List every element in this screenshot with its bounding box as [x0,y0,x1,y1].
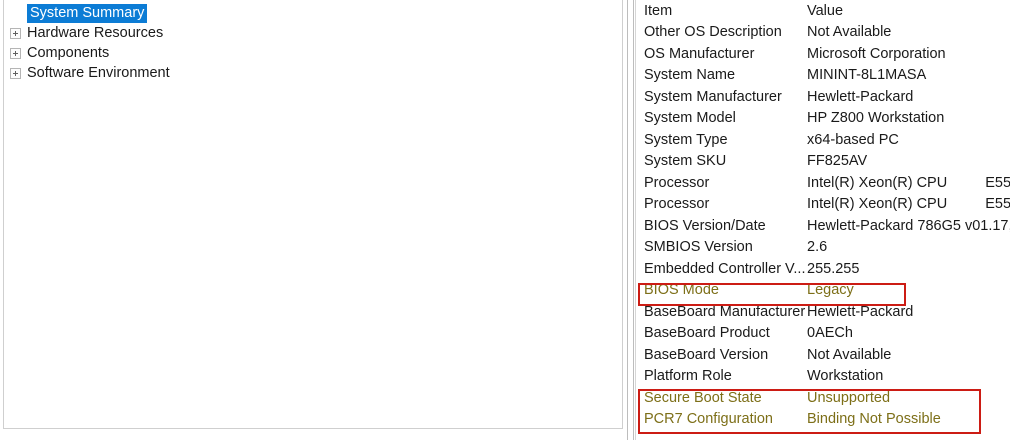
detail-row[interactable]: BIOS Mode Legacy [637,280,1010,302]
detail-row[interactable]: System Type x64-based PC [637,129,1010,151]
detail-item-name: BaseBoard Version [644,346,769,363]
detail-item-name: System Manufacturer [644,88,782,105]
detail-item-value: Not Available [807,24,892,41]
detail-item-name: Embedded Controller V... [644,260,805,277]
detail-item-value-part2: E5506 [985,174,1010,191]
splitter-line-right [633,0,634,440]
expand-plus-icon[interactable] [10,67,21,79]
detail-item-value: Not Available [807,346,892,363]
detail-item-value: Workstation [807,368,884,385]
detail-item-value: MININT-8L1MASA [807,67,927,84]
detail-row[interactable]: BaseBoard Product 0AECh [637,323,1010,345]
column-header-item: Item [644,2,673,19]
detail-item-value: Hewlett-Packard 786G5 v01.17, 8/ [807,217,1010,234]
detail-item-value: Hewlett-Packard [807,303,914,320]
detail-item-value: Legacy [807,282,854,299]
expand-plus-icon[interactable] [10,47,21,59]
tree-item-hardware-resources[interactable]: Hardware Resources [4,23,622,43]
detail-row[interactable]: System Model HP Z800 Workstation [637,108,1010,130]
tree-item-label: System Summary [27,3,148,23]
detail-row[interactable]: OS Manufacturer Microsoft Corporation [637,43,1010,65]
detail-item-value: Hewlett-Packard [807,88,914,105]
detail-item-name: System Type [644,131,728,148]
detail-row[interactable]: Processor Intel(R) Xeon(R) CPU E5506 [637,194,1010,216]
detail-item-name: Secure Boot State [644,389,762,406]
detail-item-value: x64-based PC [807,131,899,148]
detail-row[interactable]: System Name MININT-8L1MASA [637,65,1010,87]
splitter-line-edge [635,0,636,440]
tree-item-components[interactable]: Components [4,43,622,63]
detail-item-name: System Name [644,67,736,84]
detail-row[interactable]: System SKU FF825AV [637,151,1010,173]
detail-item-value-part2: E5506 [985,196,1010,213]
detail-item-value: Microsoft Corporation [807,45,946,62]
detail-row[interactable]: PCR7 Configuration Binding Not Possible [637,409,1010,431]
detail-item-value: HP Z800 Workstation [807,110,945,127]
detail-item-value: Intel(R) Xeon(R) CPU E5506 [805,175,1010,191]
detail-item-value-part1: Intel(R) Xeon(R) CPU [807,174,948,191]
detail-item-name: BIOS Mode [644,282,719,299]
expand-plus-icon[interactable] [10,27,21,39]
splitter-line-left [627,0,628,440]
detail-row[interactable]: BIOS Version/Date Hewlett-Packard 786G5 v… [637,215,1010,237]
detail-row[interactable]: SMBIOS Version 2.6 [637,237,1010,259]
detail-row[interactable]: Platform Role Workstation [637,366,1010,388]
detail-item-value: 0AECh [807,325,853,342]
detail-item-value-part1: Intel(R) Xeon(R) CPU [807,196,948,213]
detail-row[interactable]: Secure Boot State Unsupported [637,387,1010,409]
tree-item-system-summary[interactable]: System Summary [4,3,622,23]
panel-splitter[interactable] [626,0,636,440]
detail-item-name: System SKU [644,153,727,170]
detail-item-name: Processor [644,174,710,191]
detail-row[interactable]: Other OS Description Not Available [637,22,1010,44]
detail-item-name: Processor [644,196,710,213]
detail-item-name: PCR7 Configuration [644,411,773,428]
column-header-value: Value [807,2,844,19]
tree-item-label: Software Environment [27,64,170,81]
detail-item-name: Platform Role [644,368,732,385]
detail-header-row[interactable]: Item Value [637,0,1010,22]
tree-item-label: Components [27,44,110,61]
detail-row[interactable]: Embedded Controller V...255.255 [637,258,1010,280]
detail-item-value: FF825AV [807,153,868,170]
tree-item-software-environment[interactable]: Software Environment [4,63,622,83]
detail-item-value: Binding Not Possible [807,411,941,428]
tree-item-label: Hardware Resources [27,24,164,41]
detail-item-name: Other OS Description [644,24,782,41]
detail-row[interactable]: BaseBoard Version Not Available [637,344,1010,366]
detail-item-name: OS Manufacturer [644,45,755,62]
detail-item-value: 255.255 [807,260,860,277]
detail-item-name: BIOS Version/Date [644,217,766,234]
detail-row[interactable]: System Manufacturer Hewlett-Packard [637,86,1010,108]
detail-item-name: BaseBoard Product [644,325,770,342]
detail-item-name: System Model [644,110,736,127]
detail-item-name: SMBIOS Version [644,239,753,256]
detail-item-value: Unsupported [807,389,891,406]
detail-item-value: 2.6 [807,239,828,256]
detail-row[interactable]: Processor Intel(R) Xeon(R) CPU E5506 [637,172,1010,194]
detail-item-value: Intel(R) Xeon(R) CPU E5506 [805,196,1010,212]
detail-item-name: BaseBoard Manufacturer [644,303,805,320]
